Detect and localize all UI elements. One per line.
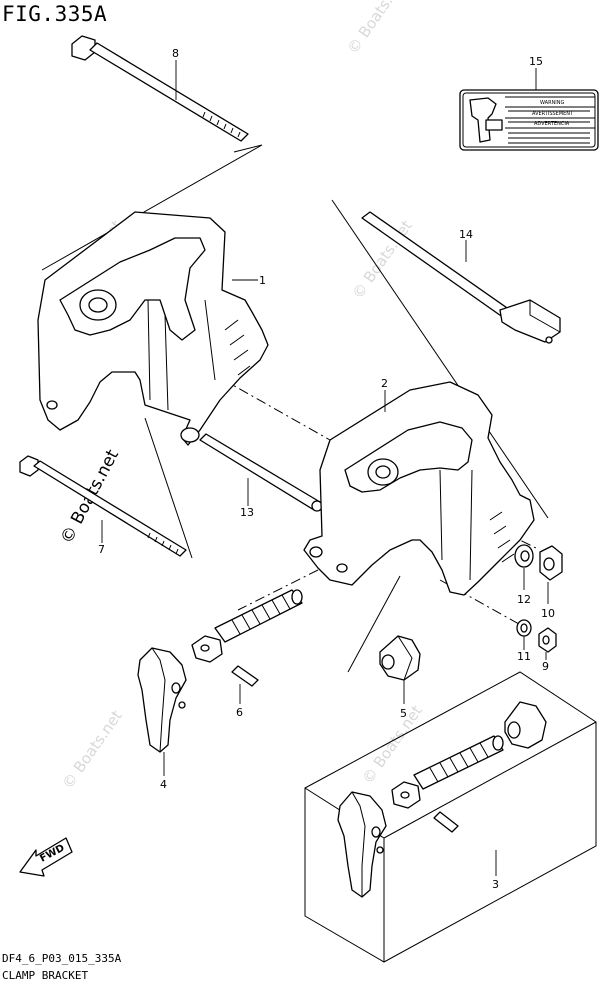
part-15-warning-label: WARNING AVERTISSEMENT ADVERTENCIA: [459, 89, 599, 151]
callout-6: 6: [236, 706, 243, 719]
callout-5: 5: [400, 707, 407, 720]
part-4-handle[interactable]: [137, 647, 187, 753]
callout-7: 7: [98, 543, 105, 556]
callout-12: 12: [517, 593, 531, 606]
part-7-bolt[interactable]: [19, 455, 187, 557]
footer-diagram-code: DF4_6_P03_015_335A: [2, 952, 122, 965]
part-10-nut[interactable]: [539, 545, 563, 581]
part-3-handle-kit[interactable]: [304, 671, 597, 963]
part-2-clamp-bracket[interactable]: [303, 381, 535, 596]
part-12-washer[interactable]: [514, 544, 534, 568]
fwd-arrow-icon: FWD: [19, 837, 73, 877]
callout-11: 11: [517, 650, 531, 663]
callout-13: 13: [240, 506, 254, 519]
part-13-tube[interactable]: [199, 433, 323, 512]
part-5-pad[interactable]: [379, 635, 421, 681]
part-8-bolt[interactable]: [71, 35, 249, 142]
figure-title: FIG.335A: [2, 2, 108, 26]
part-11-washer[interactable]: [516, 619, 532, 637]
callout-3: 3: [492, 878, 499, 891]
callout-14: 14: [459, 228, 473, 241]
callout-10: 10: [541, 607, 555, 620]
watermark-text: © Boats.net: [344, 0, 411, 57]
part-6-pin[interactable]: [231, 665, 259, 687]
callout-4: 4: [160, 778, 167, 791]
watermark-text: © Boats.net: [59, 707, 126, 792]
leader-lines: [101, 60, 549, 876]
callout-15: 15: [529, 55, 543, 68]
label-row-warning: WARNING: [540, 100, 565, 106]
clamp-screw-upper[interactable]: [191, 589, 303, 663]
part-9-nut[interactable]: [538, 627, 557, 653]
part-14-rod[interactable]: [361, 211, 561, 344]
callout-1: 1: [259, 274, 266, 287]
part-1-clamp-bracket[interactable]: [37, 211, 269, 446]
label-row-avertissement: AVERTISSEMENT: [532, 111, 574, 117]
callout-8: 8: [172, 47, 179, 60]
callouts: 8 1 2 15 14 13 7 12 10 11 9 5 6 4 3: [98, 47, 555, 891]
callout-9: 9: [542, 660, 549, 673]
footer-diagram-name: CLAMP BRACKET: [2, 969, 89, 982]
callout-2: 2: [381, 377, 388, 390]
label-row-advertencia: ADVERTENCIA: [534, 121, 570, 127]
